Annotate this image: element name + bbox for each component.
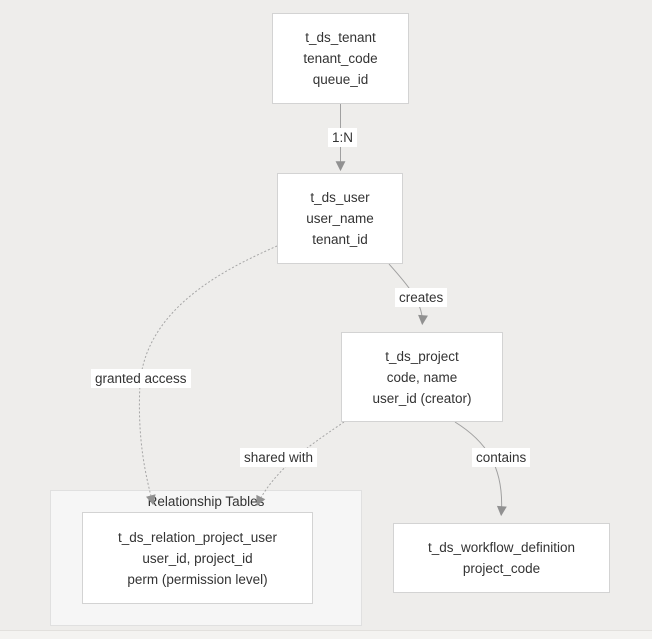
node-t-ds-relation-field-2: perm (permission level) — [127, 571, 268, 587]
node-t-ds-project-field-2: user_id (creator) — [372, 390, 472, 406]
node-t-ds-project-field-1: code, name — [386, 369, 458, 385]
edge-label-granted-access: granted access — [91, 369, 191, 388]
node-t-ds-project: t_ds_project code, name user_id (creator… — [341, 332, 503, 422]
edge-label-creates: creates — [395, 288, 448, 307]
page-bottom-strip — [0, 630, 652, 639]
node-t-ds-tenant-title: t_ds_tenant — [305, 30, 376, 45]
node-t-ds-relation-field-1: user_id, project_id — [142, 550, 253, 566]
node-t-ds-project-title: t_ds_project — [385, 348, 459, 364]
node-t-ds-user-field-2: tenant_id — [312, 232, 368, 247]
node-t-ds-relation-title: t_ds_relation_project_user — [117, 529, 278, 545]
node-t-ds-relation-project-user: t_ds_relation_project_user user_id, proj… — [82, 512, 313, 604]
node-t-ds-user-title: t_ds_user — [310, 190, 370, 205]
node-t-ds-tenant: t_ds_tenant tenant_code queue_id — [272, 13, 409, 104]
node-t-ds-user: t_ds_user user_name tenant_id — [277, 173, 403, 264]
node-t-ds-workflow-definition: t_ds_workflow_definition project_code — [393, 523, 610, 593]
node-t-ds-user-field-1: user_name — [306, 211, 374, 226]
node-t-ds-workflow-title: t_ds_workflow_definition — [427, 540, 576, 555]
edge-label-shared-with: shared with — [240, 448, 318, 467]
edge-label-1-n: 1:N — [328, 128, 358, 147]
edge-project-to-workflow — [454, 421, 507, 517]
edge-label-contains: contains — [472, 448, 531, 467]
subgraph-title: Relationship Tables — [147, 494, 265, 509]
node-t-ds-tenant-field-1: tenant_code — [303, 51, 378, 66]
node-t-ds-tenant-field-2: queue_id — [312, 72, 369, 87]
node-t-ds-workflow-field-1: project_code — [462, 561, 541, 576]
